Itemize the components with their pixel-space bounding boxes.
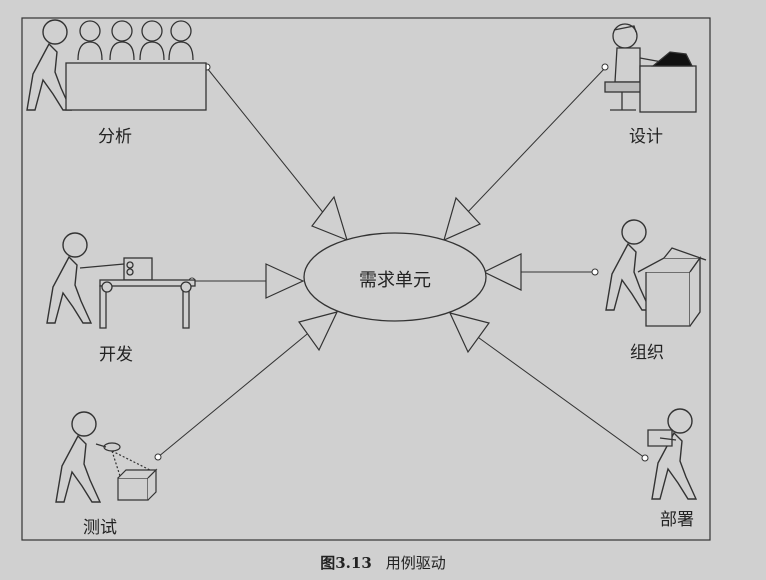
design-illustration (604, 23, 697, 113)
node-label-development: 开发 (99, 345, 133, 365)
arrow-head-analysis (311, 195, 348, 242)
diagram-frame (21, 17, 711, 541)
testing-illustration (55, 411, 158, 503)
organization-illustration (605, 219, 707, 327)
node-label-organization: 组织 (630, 343, 664, 363)
center-label: 需求单元 (359, 270, 431, 291)
figure-title: 用例驱动 (385, 554, 446, 572)
arrow-head-design (443, 196, 482, 242)
node-label-analysis: 分析 (98, 127, 132, 147)
arrow-head-deployment (448, 312, 491, 354)
arrow-head-organization (482, 253, 522, 291)
node-label-design: 设计 (629, 127, 663, 147)
figure-caption: 图3.13 用例驱动 (0, 552, 766, 573)
deployment-illustration (647, 408, 697, 500)
node-label-testing: 测试 (83, 518, 117, 538)
figure-number: 图3.13 (320, 554, 372, 572)
analysis-illustration (26, 19, 207, 111)
arrow-heads (265, 195, 522, 354)
connector-lines (157, 67, 646, 459)
arrow-head-development (265, 263, 305, 299)
node-label-deployment: 部署 (660, 510, 694, 530)
arrow-head-testing (298, 311, 339, 352)
development-illustration (46, 232, 196, 329)
requirement-unit-ellipse (303, 232, 487, 322)
